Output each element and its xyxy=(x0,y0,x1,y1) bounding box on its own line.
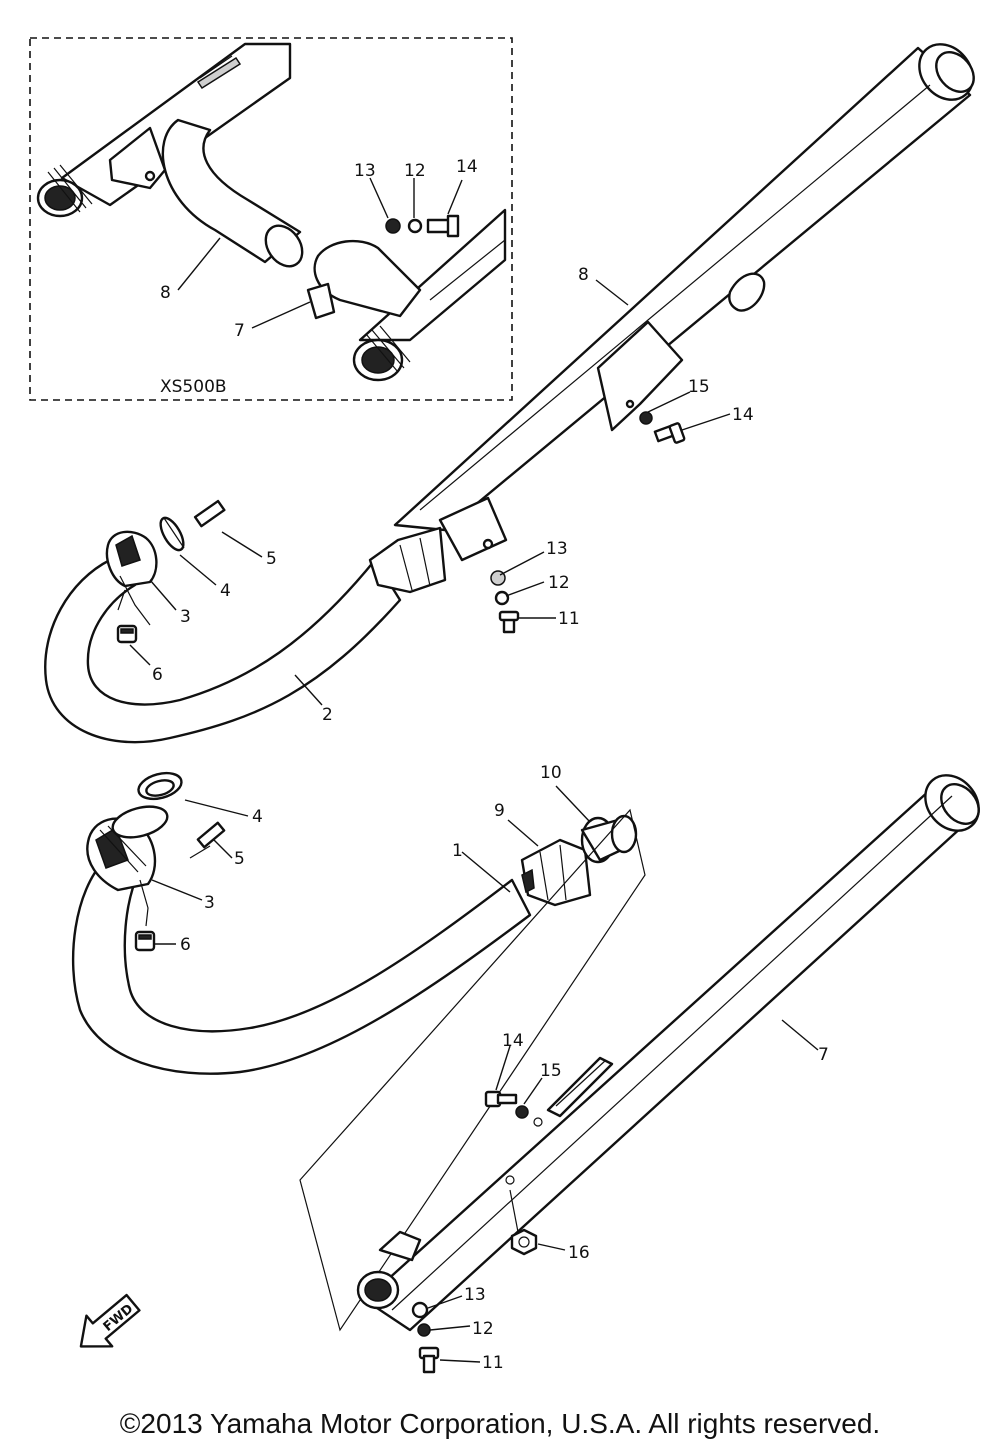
label-11-upper: 11 xyxy=(558,609,580,629)
lower-stud-5 xyxy=(196,821,226,849)
sleeve-10 xyxy=(580,814,638,864)
washer-13-lower xyxy=(411,1301,429,1319)
label-7: 7 xyxy=(818,1045,829,1065)
upper-stud-5 xyxy=(193,499,226,528)
label-4-lower: 4 xyxy=(252,807,263,827)
label-9: 9 xyxy=(494,801,505,821)
lockwasher-12-lower xyxy=(417,1323,431,1337)
inset-frame xyxy=(29,37,513,401)
label-1: 1 xyxy=(452,841,463,861)
label-12-lower: 12 xyxy=(472,1319,494,1339)
label-15-lower: 15 xyxy=(540,1061,562,1081)
washer-15-upper xyxy=(639,411,653,425)
inset-washer-13 xyxy=(385,218,401,234)
inset-crossover-pipe xyxy=(161,118,302,264)
label-12-inset: 12 xyxy=(404,161,426,181)
upper-muffler-end xyxy=(935,51,975,93)
bolt-14-lower xyxy=(484,1090,518,1108)
lower-muffler-end xyxy=(940,783,980,825)
label-4-upper: 4 xyxy=(220,581,231,601)
upper-muffler-hanger xyxy=(596,320,684,432)
upper-muffler-8 xyxy=(393,46,972,532)
upper-gasket-4 xyxy=(159,516,185,552)
lower-hardware xyxy=(411,1090,538,1374)
label-6-lower: 6 xyxy=(180,935,191,955)
lower-exhaust-pipe-1 xyxy=(71,858,532,1075)
upper-flange-3 xyxy=(105,530,158,588)
label-3-upper: 3 xyxy=(180,607,191,627)
inset-slot xyxy=(196,56,242,90)
exhaust-parts-diagram: XS500B 13 12 14 8 7 xyxy=(29,37,980,1374)
lower-collar xyxy=(111,805,169,839)
label-14-inset: 14 xyxy=(456,157,478,177)
upper-exhaust-pipe-2 xyxy=(44,558,402,744)
label-5-lower: 5 xyxy=(234,849,245,869)
nut-16 xyxy=(510,1228,538,1256)
label-13-lower: 13 xyxy=(464,1285,486,1305)
label-16: 16 xyxy=(568,1243,590,1263)
label-8-inset: 8 xyxy=(160,283,171,303)
bolt-11-upper xyxy=(498,610,520,634)
bolt-11-lower xyxy=(418,1346,440,1374)
inset-bolt-14 xyxy=(426,214,460,238)
inset-xs500b: XS500B 13 12 14 8 7 xyxy=(29,37,513,401)
label-14-lower: 14 xyxy=(502,1031,524,1051)
label-13-upper: 13 xyxy=(546,539,568,559)
joint-clamp-9 xyxy=(520,838,592,907)
lower-nut-6 xyxy=(134,930,156,952)
inset-lockwasher-12 xyxy=(407,218,423,234)
lower-muffler-assembly xyxy=(356,774,980,1332)
bolt-14-upper xyxy=(653,422,686,444)
label-8: 8 xyxy=(578,265,589,285)
washer-15-lower xyxy=(515,1105,529,1119)
label-13-inset: 13 xyxy=(354,161,376,181)
upper-muffler-assembly xyxy=(393,43,975,562)
upper-hardware xyxy=(490,411,686,634)
label-12-upper: 12 xyxy=(548,573,570,593)
leader-lines xyxy=(129,279,819,1363)
lower-gasket-4 xyxy=(137,771,183,801)
label-2: 2 xyxy=(322,705,333,725)
lower-muffler-bracket xyxy=(546,1056,614,1118)
lower-muffler-7 xyxy=(363,788,977,1332)
label-6-upper: 6 xyxy=(152,665,163,685)
label-15-upper: 15 xyxy=(688,377,710,397)
callout-labels: 8 15 14 13 12 11 5 4 3 6 2 4 5 3 6 1 9 1… xyxy=(152,265,829,1373)
upper-nut-6 xyxy=(116,624,138,644)
upper-muffler-slot xyxy=(728,272,766,312)
fwd-arrow-icon: FWD xyxy=(79,1293,141,1348)
label-3-lower: 3 xyxy=(204,893,215,913)
inset-upper-inlet xyxy=(36,164,93,218)
inset-model-label: XS500B xyxy=(160,377,227,397)
upper-joint-collar xyxy=(368,526,447,594)
label-10: 10 xyxy=(540,763,562,783)
label-14-upper: 14 xyxy=(732,405,754,425)
label-11-lower: 11 xyxy=(482,1353,504,1373)
label-5-upper: 5 xyxy=(266,549,277,569)
lockwasher-12-upper xyxy=(494,590,510,606)
lower-exhaust-pipe-assembly xyxy=(71,771,646,1332)
inset-clamp xyxy=(313,239,422,318)
upper-exhaust-pipe-assembly xyxy=(44,499,447,744)
label-7-inset: 7 xyxy=(234,321,245,341)
copyright-notice: ©2013 Yamaha Motor Corporation, U.S.A. A… xyxy=(119,1408,881,1439)
inset-lower-inlet xyxy=(352,325,411,382)
lower-muffler-flange xyxy=(378,1230,422,1262)
